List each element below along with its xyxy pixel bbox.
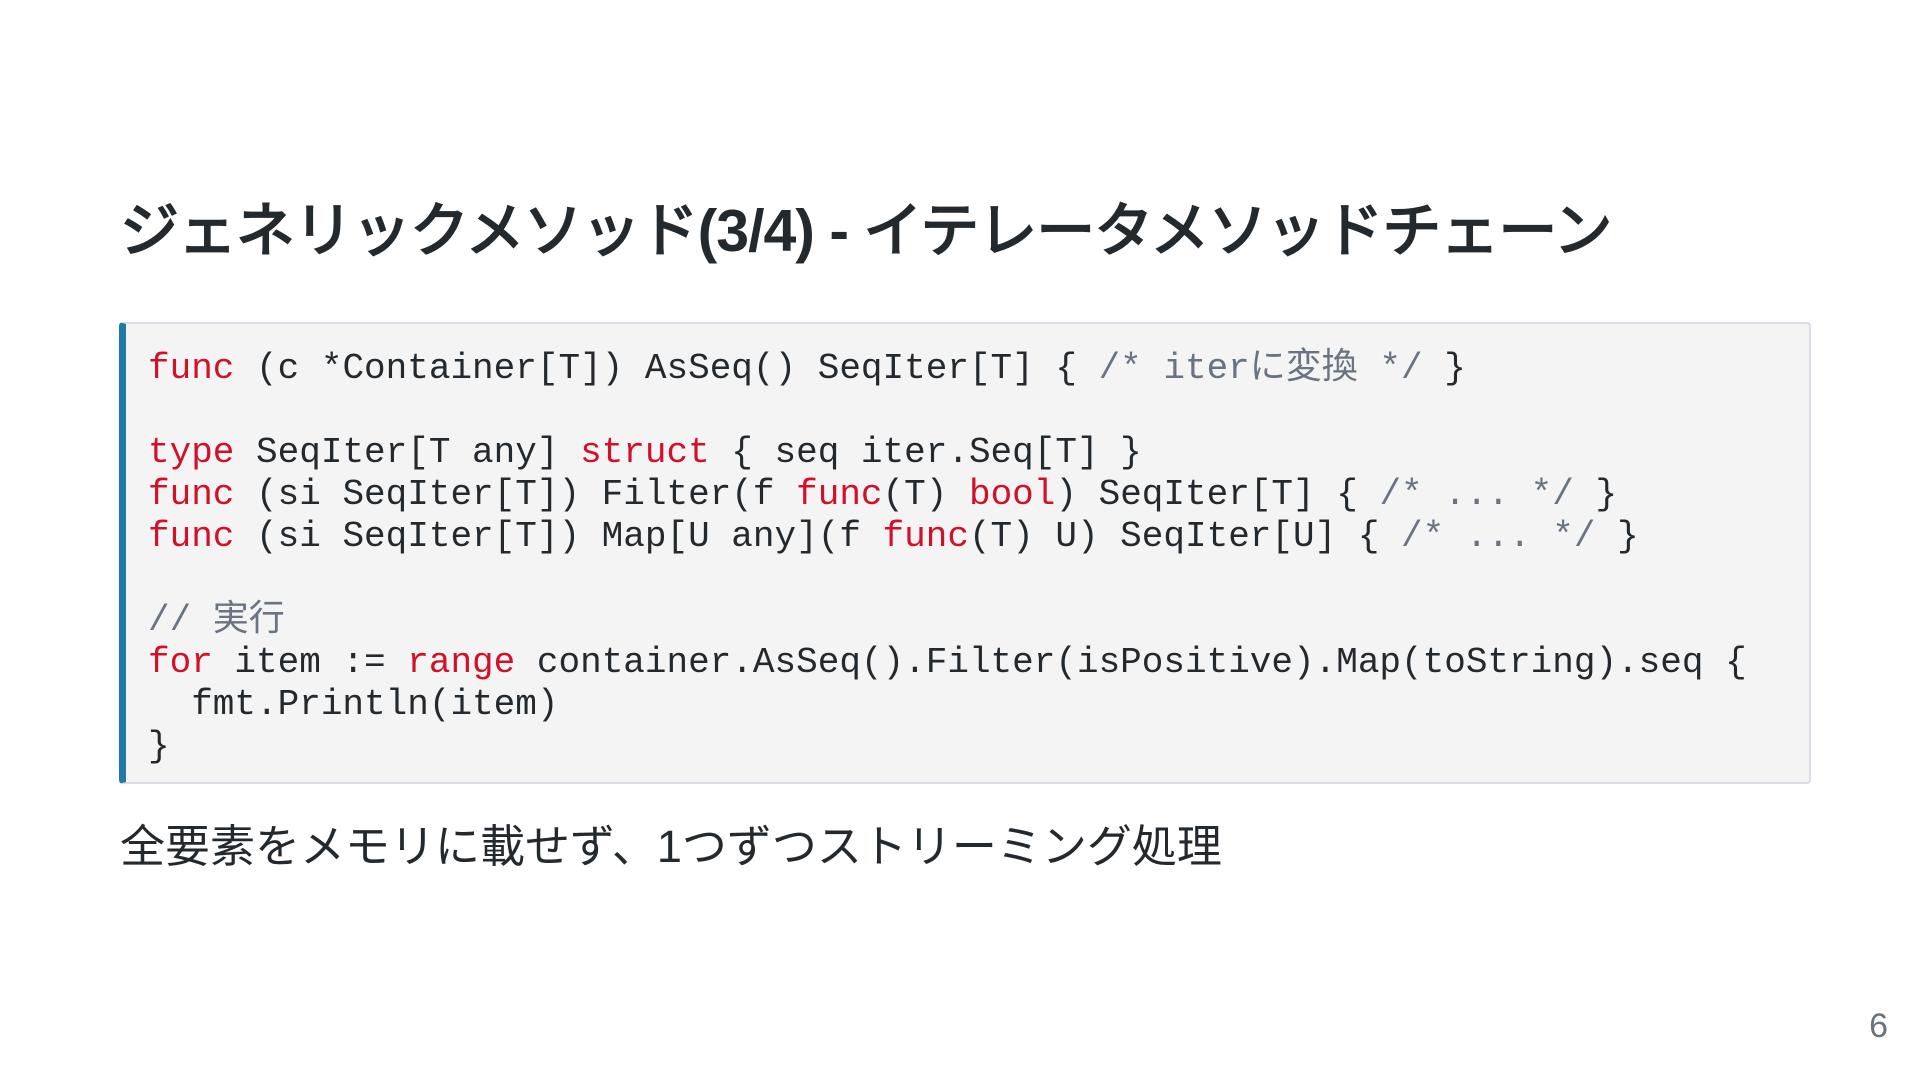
code-line: for item := range container.AsSeq().Filt…	[148, 642, 1809, 684]
code-token: { seq iter.Seq[T] }	[709, 432, 1142, 473]
code-token: }	[1422, 348, 1466, 389]
code-token: ) SeqIter[T] {	[1055, 474, 1380, 515]
code-token: }	[1595, 516, 1639, 557]
code-line: func (c *Container[T]) AsSeq() SeqIter[T…	[148, 348, 1809, 390]
code-line: type SeqIter[T any] struct { seq iter.Se…	[148, 432, 1809, 474]
code-line	[148, 558, 1809, 600]
code-token: }	[1573, 474, 1618, 515]
code-keyword: func	[148, 474, 235, 515]
page-number: 6	[1869, 1007, 1888, 1045]
code-token: fmt.Println(item)	[148, 684, 559, 725]
code-line: }	[148, 726, 1809, 768]
code-keyword: func	[882, 516, 969, 557]
code-keyword: func	[148, 348, 235, 389]
code-comment: // 実行	[148, 600, 285, 641]
code-keyword: func	[148, 516, 235, 557]
code-token: item :=	[212, 642, 408, 683]
code-keyword: bool	[968, 474, 1056, 515]
code-token: SeqIter[T any]	[234, 432, 581, 473]
code-keyword: type	[148, 432, 235, 473]
code-comment: /* ... */	[1401, 516, 1596, 557]
code-token: (c *Container[T]) AsSeq() SeqIter[T] {	[234, 348, 1099, 389]
code-keyword: func	[796, 474, 883, 515]
code-token: (si SeqIter[T]) Filter(f	[234, 474, 797, 515]
code-block: func (c *Container[T]) AsSeq() SeqIter[T…	[119, 322, 1811, 784]
code-comment: /* iterに変換 */	[1098, 348, 1423, 389]
code-token: (T) U) SeqIter[U] {	[968, 516, 1402, 557]
code-line: fmt.Println(item)	[148, 684, 1809, 726]
slide-title: ジェネリックメソッド(3/4) - イテレータメソッドチェーン	[120, 198, 1612, 264]
code-line: func (si SeqIter[T]) Map[U any](f func(T…	[148, 516, 1809, 558]
code-keyword: range	[407, 642, 516, 683]
code-keyword: for	[148, 642, 213, 683]
code-token: (si SeqIter[T]) Map[U any](f	[234, 516, 883, 557]
slide-body-text: 全要素をメモリに載せず、1つずつストリーミング処理	[120, 821, 1222, 872]
code-line	[148, 390, 1809, 432]
code-comment: /* ... */	[1379, 474, 1574, 515]
code-token: }	[148, 726, 170, 767]
code-token: (T)	[882, 474, 969, 515]
code-line: // 実行	[148, 600, 1809, 642]
code-token: container.AsSeq().Filter(isPositive).Map…	[515, 642, 1747, 683]
code-line: func (si SeqIter[T]) Filter(f func(T) bo…	[148, 474, 1809, 516]
code-keyword: struct	[580, 432, 710, 473]
